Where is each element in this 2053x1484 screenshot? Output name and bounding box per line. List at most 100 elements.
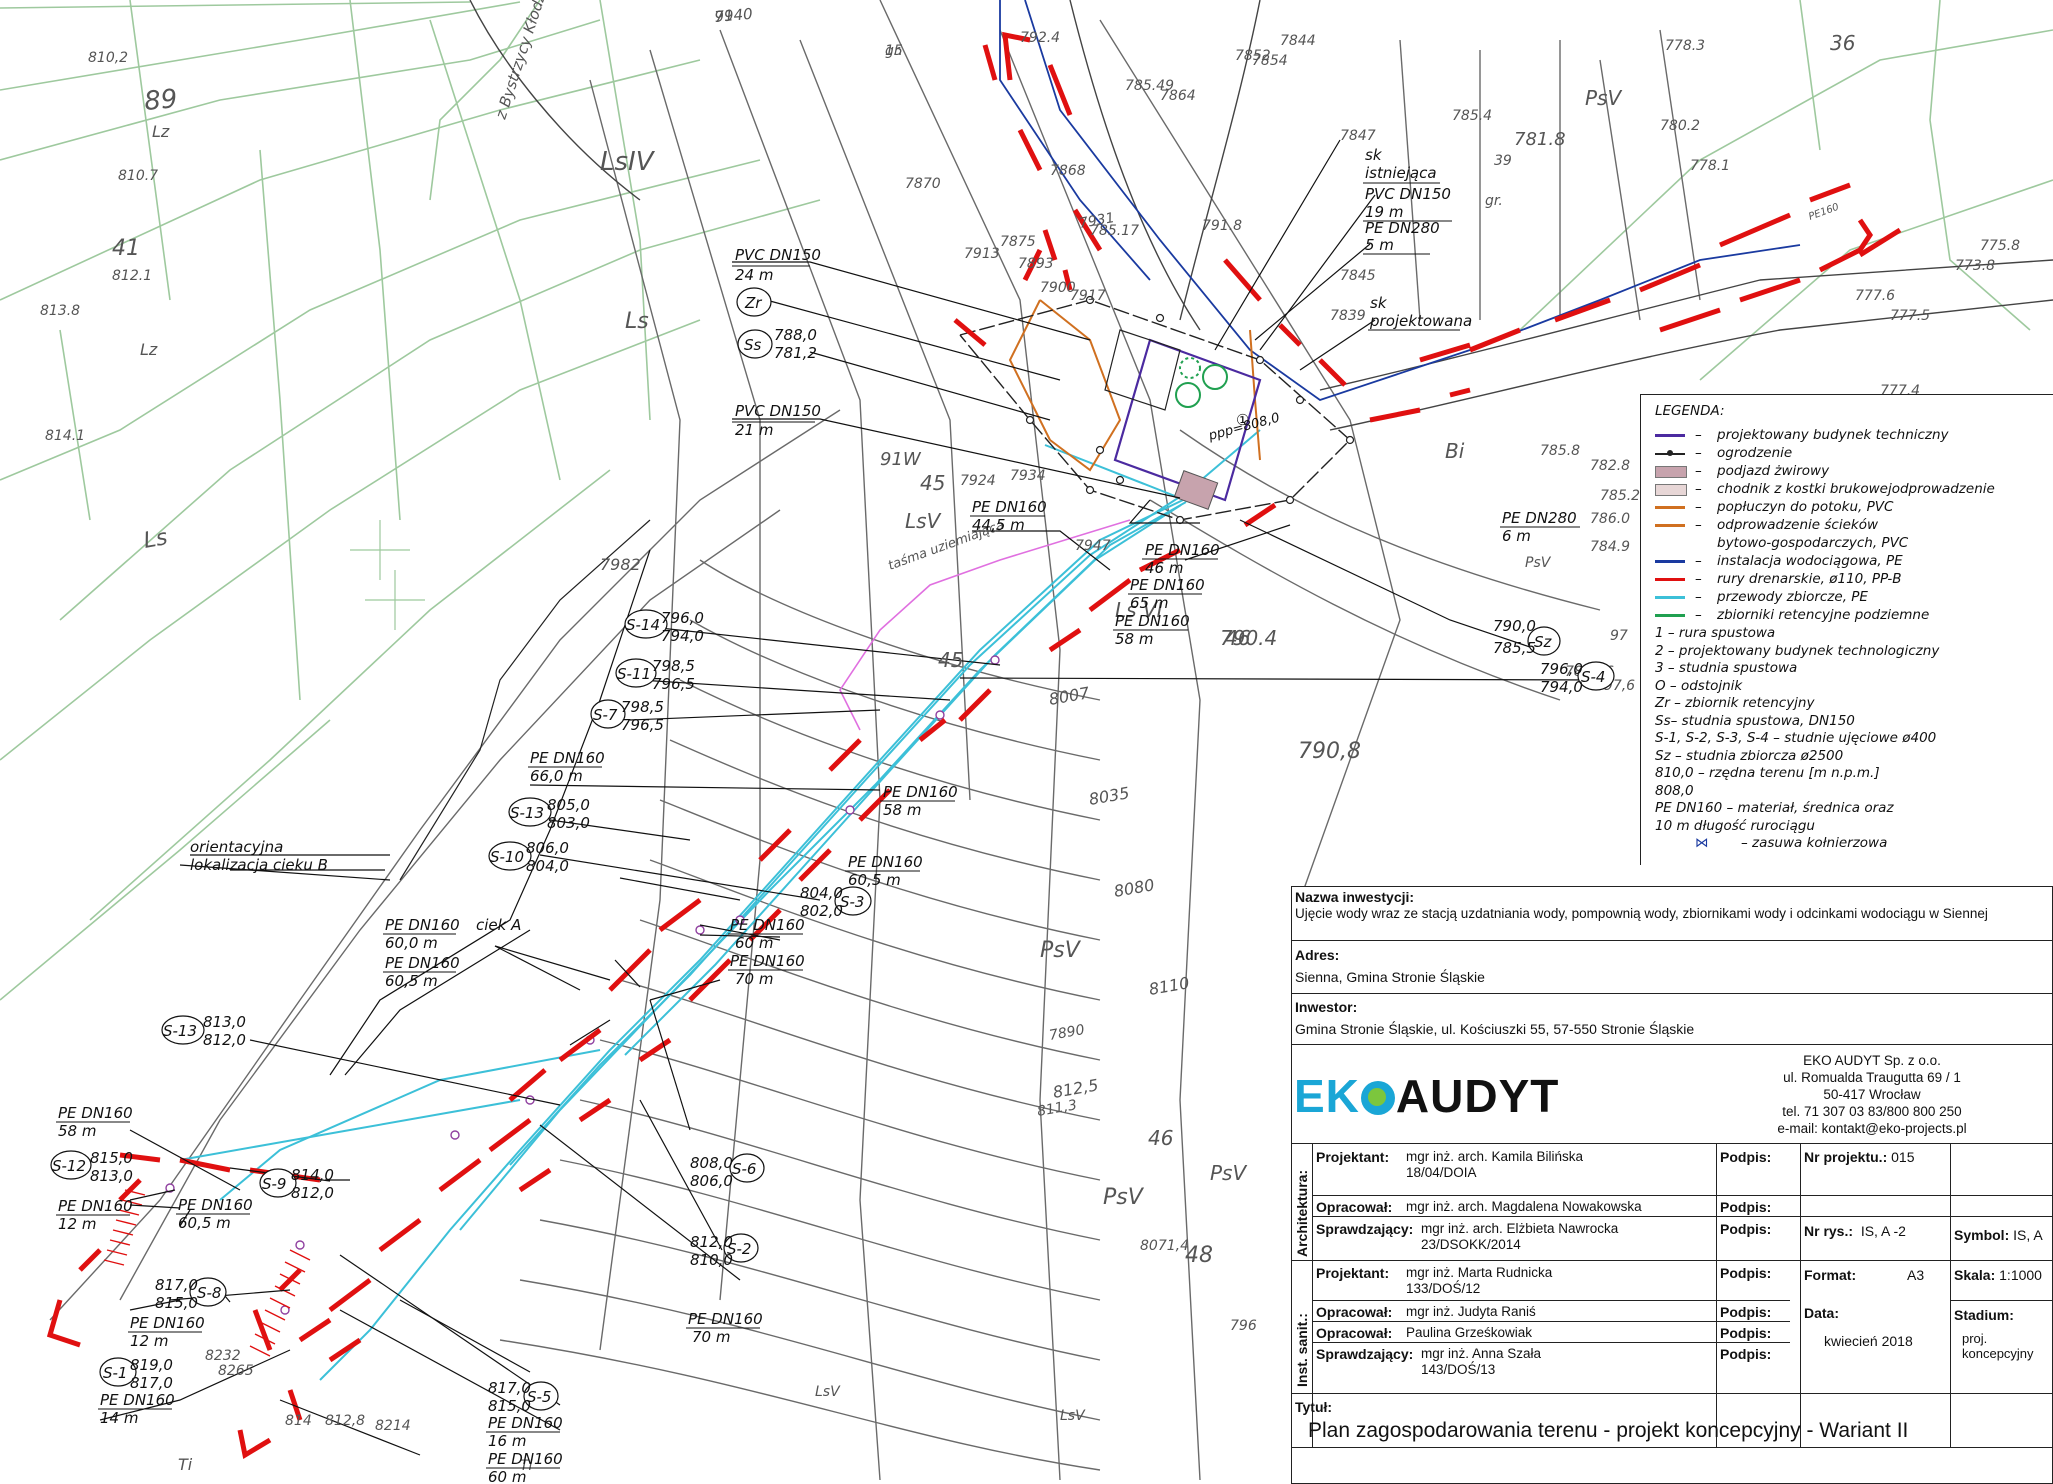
legend-dash: – <box>1695 463 1702 479</box>
cadastral-text: 7924 <box>960 473 996 489</box>
cadastral-text: 89 <box>143 84 179 117</box>
legend-item-text: popłuczyn do potoku, PVC <box>1717 499 1894 515</box>
label-s1: S-1 <box>103 1364 127 1382</box>
label-pe280-6a: PE DN280 <box>1502 509 1577 527</box>
label-s11-val1: 798,5 <box>652 657 695 675</box>
legend-item: –projektowany budynek techniczny <box>1655 427 1949 443</box>
label-sz-val1: 790,0 <box>1493 617 1536 635</box>
row-name-extra: 143/DOŚ/13 <box>1421 1362 1496 1377</box>
label-s7-val2: 796,5 <box>621 716 664 734</box>
label-s9-val1: 814,0 <box>291 1166 334 1184</box>
legend-note: Zr – zbiornik retencyjny <box>1655 695 1814 711</box>
label-s13b: S-13 <box>163 1022 197 1040</box>
terrain-contour-lines <box>49 0 1701 1481</box>
row-role: Sprawdzający: <box>1316 1221 1414 1237</box>
legend-symbol <box>1655 610 1695 620</box>
logo-audyt: AUDYT <box>1395 1070 1560 1122</box>
cadastral-text: 785.2 <box>1600 488 1640 504</box>
legend-item: bytowo-gospodarczych, PVC <box>1655 535 1908 551</box>
label-s2-val1: 812,0 <box>690 1233 733 1251</box>
label-pe160-66b: 66,0 m <box>530 767 583 785</box>
cadastral-text: 97 <box>1610 628 1628 644</box>
label-s6-val2: 806,0 <box>690 1172 733 1190</box>
cadastral-text: 36 <box>1830 31 1855 55</box>
label-s13b-val2: 812,0 <box>203 1031 246 1049</box>
label-sz-val2: 785,5 <box>1493 639 1536 657</box>
legend-dash: – <box>1695 499 1702 515</box>
legend-item: –rury drenarskie, ø110, PP-B <box>1655 571 1902 587</box>
company-line-1: EKO AUDYT Sp. z o.o. <box>1803 1053 1941 1068</box>
legend-note-text: 1 – rura spustowa <box>1655 625 1776 641</box>
drainage-pipes-red <box>46 31 1902 1459</box>
label-s12-val2: 813,0 <box>90 1167 133 1185</box>
address-value: Sienna, Gmina Stronie Śląskie <box>1295 969 1485 985</box>
legend-panel: LEGENDA: –projektowany budynek techniczn… <box>1640 394 2053 865</box>
cadastral-text: 7870 <box>905 176 941 192</box>
investment-name: Ujęcie wody wraz ze stacją uzdatniania w… <box>1295 906 1988 921</box>
format-value: A3 <box>1907 1267 1925 1283</box>
row-signature: Podpis: <box>1720 1265 1772 1281</box>
cadastral-text: 810,2 <box>88 50 128 66</box>
label-s14: S-14 <box>626 616 660 634</box>
legend-symbol <box>1655 592 1695 602</box>
label-pe280-5b: 5 m <box>1365 236 1394 254</box>
legend-item-text: bytowo-gospodarczych, PVC <box>1717 535 1909 551</box>
cadastral-text: Ls <box>625 309 649 334</box>
logo-globe-icon <box>1360 1081 1395 1115</box>
cadastral-text: 7982 <box>600 555 641 574</box>
label-pe160-445a: PE DN160 <box>972 498 1047 516</box>
project-number: Nr projektu.: 015 <box>1804 1149 1914 1165</box>
label-pe160-46a: PE DN160 <box>1145 541 1220 559</box>
company-address: EKO AUDYT Sp. z o.o. ul. Romualda Traugu… <box>1692 1052 2052 1137</box>
label-s11: S-11 <box>617 665 651 683</box>
label-pe160-16-a: PE DN160 <box>488 1414 563 1432</box>
label-pe160-58a-b: 58 m <box>1115 630 1153 648</box>
label-pe160-60-a2: PE DN160 <box>730 916 805 934</box>
cadastral-text: 46 <box>1148 1126 1173 1150</box>
label-pe160-65b: 65 m <box>1130 594 1168 612</box>
cadastral-text: 7839 <box>1330 308 1366 324</box>
label-zr: Zr <box>744 294 762 312</box>
label-pe160-605-d: 60,5 m <box>385 972 438 990</box>
water-supply-pipe <box>999 0 1801 401</box>
legend-note: 3 – studnia spustowa <box>1655 660 1797 676</box>
annotations: PVC DN150 24 m Zr Ss 788,0 781,2 PVC DN1… <box>52 146 1605 1484</box>
title-block: Nazwa inwestycji: Ujęcie wody wraz ze st… <box>1291 886 2053 1484</box>
legend-dash: – <box>1695 481 1702 497</box>
label-s2: S-2 <box>727 1240 751 1258</box>
legend-dash: – <box>1695 427 1702 443</box>
cadastral-text: 813.8 <box>40 303 80 319</box>
scale-label: Skala: <box>1954 1267 1996 1283</box>
cadastral-text: 777.5 <box>1890 308 1930 324</box>
legend-note: 1 – rura spustowa <box>1655 625 1775 641</box>
legend-item-text: przewody zbiorcze, PE <box>1717 589 1868 605</box>
cadastral-text: 785.17 <box>1090 223 1139 239</box>
cadastral-text: 785.49 <box>1125 78 1174 94</box>
section-sanitary: Inst. sanit.: <box>1294 1313 1310 1387</box>
legend-symbol <box>1655 448 1695 458</box>
cadastral-text: 7934 <box>1010 468 1046 484</box>
label-pe160-66a: PE DN160 <box>530 749 605 767</box>
row-name: mgr inż. Judyta Raniś <box>1406 1304 1536 1319</box>
legend-dash: – <box>1695 517 1702 533</box>
legend-item: –instalacja wodociągowa, PE <box>1655 553 1903 569</box>
cadastral-text: Ti <box>178 1455 193 1474</box>
label-pvc150-19b: 19 m <box>1365 203 1403 221</box>
cadastral-text: 7875 <box>1000 234 1036 250</box>
row-role: Projektant: <box>1316 1265 1390 1281</box>
cadastral-text: 785.8 <box>1540 443 1580 459</box>
label-pe160-16-b: 16 m <box>488 1432 526 1450</box>
cadastral-text: Ls <box>142 525 170 554</box>
label-ss-val2: 781,2 <box>774 344 817 362</box>
cadastral-text: Ti <box>520 1458 533 1474</box>
cadastral-text: 778.1 <box>1690 158 1730 174</box>
legend-item: –popłuczyn do potoku, PVC <box>1655 499 1893 515</box>
legend-note-text: – zasuwa kołnierzowa <box>1741 835 1888 851</box>
cadastral-text: 812.1 <box>112 268 152 284</box>
label-pe160-58b-a: PE DN160 <box>883 783 958 801</box>
legend-item: –podjazd żwirowy <box>1655 463 1829 479</box>
cadastral-text: LsV <box>905 509 942 533</box>
cadastral-text: 775.8 <box>1980 238 2020 254</box>
